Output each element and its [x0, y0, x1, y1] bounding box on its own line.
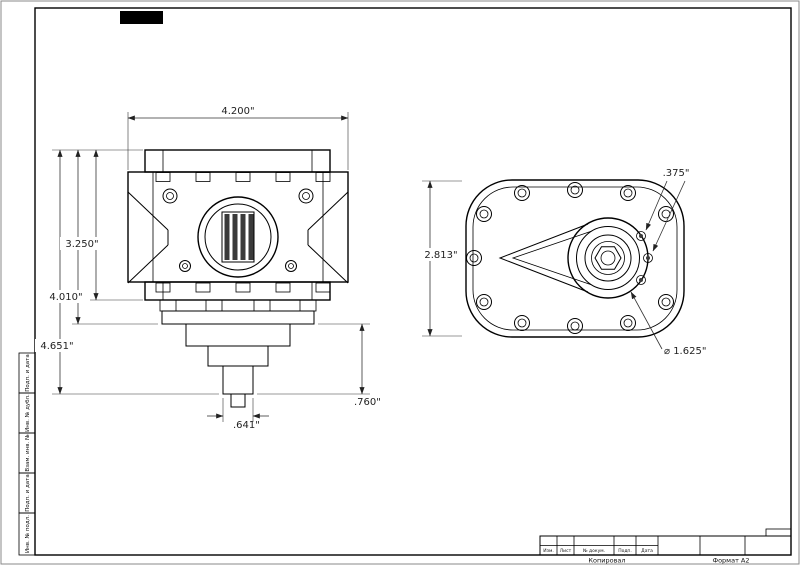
strip-label: Взам. инв. №: [25, 434, 31, 472]
dim-overall-width: 4.200": [221, 106, 254, 117]
dim-shaft-width: .641": [233, 420, 260, 431]
port-holes: [636, 231, 653, 285]
copied-label: Копировал: [588, 557, 625, 565]
strip-label: Подп. и дата: [25, 474, 31, 511]
inlet-boss: [567, 217, 649, 299]
title-block: Изм. Лист № докум. Подп. Дата Копировал …: [539, 528, 792, 565]
strip-label: Подп. и дата: [25, 354, 31, 391]
hex-plug-icon: [594, 246, 622, 270]
dim-bore-diameter: ⌀ 1.625": [664, 346, 706, 357]
title-col-izm: Изм.: [543, 548, 554, 554]
front-view: [465, 179, 685, 338]
bolt-icon: [162, 188, 314, 272]
title-col-sign: Подп.: [618, 548, 632, 554]
sheet-number-box: [765, 528, 792, 537]
dim-shaft-length: .760": [354, 397, 381, 408]
dim-front-height: 2.813": [424, 250, 457, 261]
title-col-doc: № докум.: [583, 548, 605, 554]
dim-mid-height: 4.010": [49, 292, 82, 303]
side-view: [127, 149, 349, 408]
title-col-list: Лист: [560, 548, 572, 554]
dimension-annotations: 4.200" 3.250" 4.010" 4.651" .641" .760" …: [35, 106, 706, 431]
strip-label: Инв. № подл.: [25, 515, 31, 553]
strip-label: Инв. № дубл.: [25, 394, 31, 432]
dim-overall-height: 4.651": [40, 341, 73, 352]
format-label: Формат А2: [712, 557, 749, 565]
corner-stamp: [120, 11, 163, 24]
bolt-icon: [466, 182, 674, 334]
dim-body-height: 3.250": [65, 239, 98, 250]
gost-side-strips: Подп. и дата Инв. № дубл. Взам. инв. № П…: [18, 352, 36, 556]
dim-port-hole: .375": [663, 168, 690, 179]
gear-window: [221, 211, 255, 263]
title-col-date: Дата: [641, 548, 653, 554]
drive-shaft: [222, 365, 254, 395]
